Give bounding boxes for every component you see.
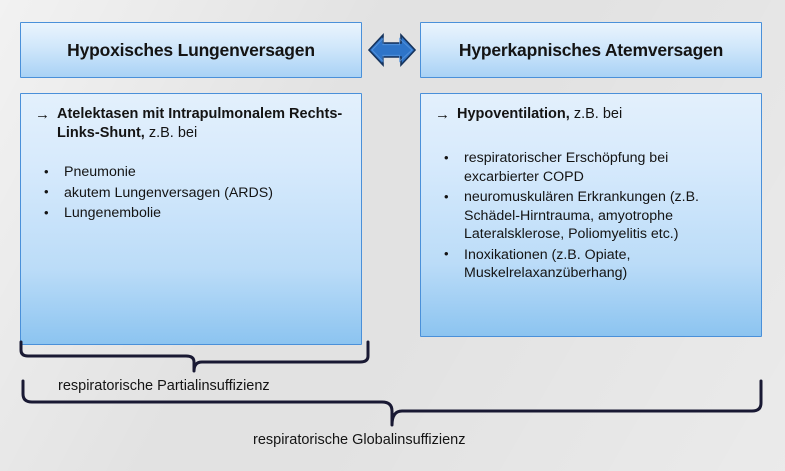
lead-text-hypercapnic: Hypoventilation, z.B. bei [457,105,622,124]
list-item: respiratorischer Erschöpfung bei excarbi… [435,149,747,186]
bullet-list-hypercapnic: respiratorischer Erschöpfung bei excarbi… [435,149,747,283]
list-item: Inoxikationen (z.B. Opiate, Muskelrelaxa… [435,245,747,283]
header-box-hypercapnic[interactable]: Hyperkapnisches Atemversagen [420,22,762,78]
brace-partial [19,340,370,373]
header-box-hypoxic[interactable]: Hypoxisches Lungenversagen [20,22,362,78]
list-item: Lungenembolie [35,204,347,223]
lead-bold-hypercapnic: Hypoventilation, [457,106,570,122]
lead-regular-hypoxic: z.B. bei [148,125,198,141]
lead-bold-hypoxic: Atelektasen mit Intrapulmonalem Rechts-L… [57,106,343,141]
arrow-glyph-hypercapnic: → [435,106,450,123]
lead-text-hypoxic: Atelektasen mit Intrapulmonalem Rechts-L… [57,105,347,143]
brace-global [21,379,763,427]
double-headed-arrow-icon [367,29,417,71]
list-item: Pneumonie [35,163,347,182]
header-title-hypoxic: Hypoxisches Lungenversagen [67,39,315,60]
arrow-glyph-hypoxic: → [35,106,50,123]
header-title-hypercapnic: Hyperkapnisches Atemversagen [458,39,724,60]
list-item: neuromuskulären Erkrankungen (z.B. Schäd… [435,188,747,244]
list-item: akutem Lungenversagen (ARDS) [35,183,347,203]
lead-line-hypercapnic: → Hypoventilation, z.B. bei [435,105,747,124]
brace-label-global: respiratorische Globalinsuffizienz [253,432,466,448]
content-box-hypercapnic[interactable]: → Hypoventilation, z.B. bei respiratoris… [420,93,762,337]
bullet-list-hypoxic: Pneumonie akutem Lungenversagen (ARDS) L… [35,163,347,223]
brace-label-partial: respiratorische Partialinsuffizienz [58,378,270,394]
lead-regular-hypercapnic: z.B. bei [573,106,623,122]
content-box-hypoxic[interactable]: → Atelektasen mit Intrapulmonalem Rechts… [20,93,362,345]
lead-line-hypoxic: → Atelektasen mit Intrapulmonalem Rechts… [35,105,347,143]
